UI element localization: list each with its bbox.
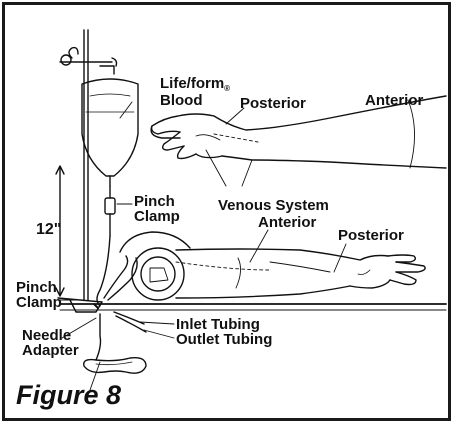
pinch-clamp-upper-line2: Clamp xyxy=(134,208,180,225)
blood-bag xyxy=(82,66,138,186)
lifeform-label-line2: Blood xyxy=(160,92,203,109)
lifeform-blood-label: Life/form® Blood xyxy=(160,76,230,108)
anterior-upper-label: Anterior xyxy=(365,93,423,108)
height-12-label: 12" xyxy=(36,222,61,237)
iv-stand xyxy=(58,30,117,312)
pinch-clamp-lower-line2: Clamp xyxy=(16,294,62,311)
outlet-tubing-label: Outlet Tubing xyxy=(176,332,272,347)
pinch-clamp-lower-label: Pinch Clamp xyxy=(16,280,62,310)
tubing xyxy=(94,236,146,360)
needle-adapter-label: Needle Adapter xyxy=(22,328,79,358)
venous-system-label: Venous System xyxy=(218,198,329,213)
posterior-lower-label: Posterior xyxy=(338,228,404,243)
anterior-lower-label: Anterior xyxy=(258,215,316,230)
pinch-clamp-upper-label: Pinch Clamp xyxy=(134,194,180,224)
table xyxy=(60,304,446,310)
pinch-clamp-upper xyxy=(105,186,132,236)
lifeform-label-line1: Life/form xyxy=(160,75,224,92)
registered-mark: ® xyxy=(224,84,230,93)
inlet-tubing-label: Inlet Tubing xyxy=(176,317,260,332)
needle-adapter-line2: Adapter xyxy=(22,342,79,359)
figure-caption: Figure 8 xyxy=(16,380,121,411)
posterior-upper-label: Posterior xyxy=(240,96,306,111)
collection-basin xyxy=(84,358,146,373)
